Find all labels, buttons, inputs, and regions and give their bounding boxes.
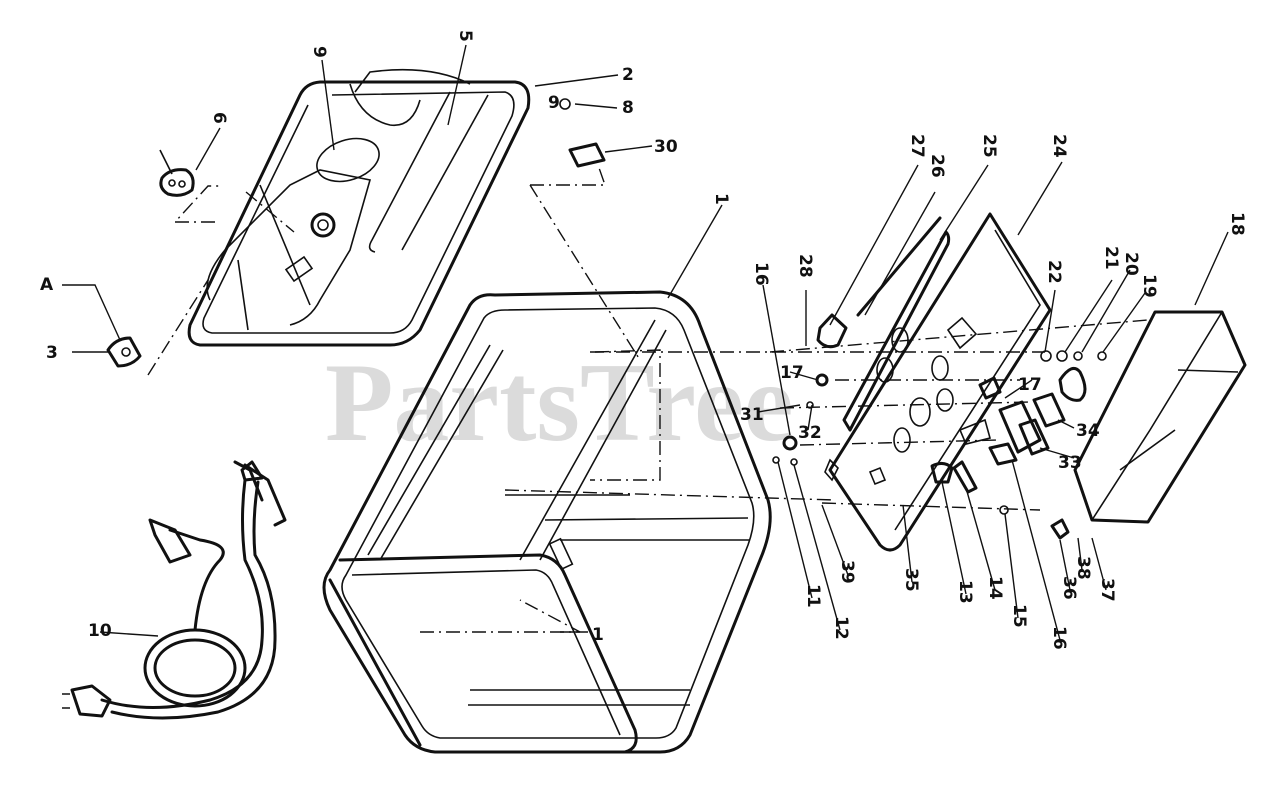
fuel-cap-part — [159, 149, 195, 197]
callout-11: 11 — [803, 584, 823, 608]
callout-A: A — [40, 275, 54, 295]
callout-16b: 16 — [1049, 626, 1069, 650]
tank-pad — [559, 98, 606, 168]
callout-9b: 9 — [548, 93, 560, 113]
battery-cables — [62, 460, 287, 720]
callout-37: 37 — [1097, 578, 1117, 602]
callout-35: 35 — [901, 568, 921, 592]
callout-5: 5 — [455, 30, 475, 42]
panel-components — [772, 350, 1107, 540]
callout-18: 18 — [1227, 212, 1247, 236]
callout-6: 6 — [209, 112, 229, 124]
callout-24: 24 — [1049, 134, 1069, 158]
leader-lines — [62, 44, 1229, 641]
callout-20: 20 — [1121, 252, 1141, 276]
callout-30: 30 — [654, 137, 678, 157]
panel-cover — [1073, 310, 1247, 524]
callout-27: 27 — [907, 134, 927, 158]
callout-25: 25 — [979, 134, 999, 158]
callout-15: 15 — [1009, 604, 1029, 628]
callout-21: 21 — [1101, 246, 1121, 270]
callout-8: 8 — [622, 98, 634, 118]
callout-34: 34 — [1076, 421, 1100, 441]
callout-28: 28 — [795, 254, 815, 278]
callout-2: 2 — [622, 65, 634, 85]
tank-clip — [106, 336, 142, 368]
callout-32: 32 — [798, 423, 822, 443]
callout-33: 33 — [1058, 453, 1082, 473]
callout-17a: 17 — [780, 363, 804, 383]
callouts: 2 5 9 6 A 3 9 8 30 1 1 27 26 25 24 18 28… — [40, 30, 1247, 650]
callout-16a: 16 — [751, 262, 771, 286]
callout-10: 10 — [88, 621, 112, 641]
callout-19: 19 — [1139, 274, 1159, 298]
callout-9a: 9 — [309, 46, 329, 58]
callout-1a: 1 — [711, 193, 731, 205]
callout-39: 39 — [837, 560, 857, 584]
callout-17b: 17 — [1018, 375, 1042, 395]
callout-3: 3 — [46, 343, 58, 363]
callout-31: 31 — [740, 405, 764, 425]
callout-13: 13 — [955, 580, 975, 604]
fuel-tank — [187, 68, 531, 347]
callout-36: 36 — [1059, 576, 1079, 600]
callout-14: 14 — [985, 576, 1005, 600]
callout-12: 12 — [831, 616, 851, 640]
frame — [322, 290, 772, 754]
callout-22: 22 — [1044, 260, 1064, 284]
callout-26: 26 — [927, 154, 947, 178]
callout-1b: 1 — [592, 625, 604, 645]
control-panel — [816, 212, 1052, 552]
callout-38: 38 — [1073, 556, 1093, 580]
